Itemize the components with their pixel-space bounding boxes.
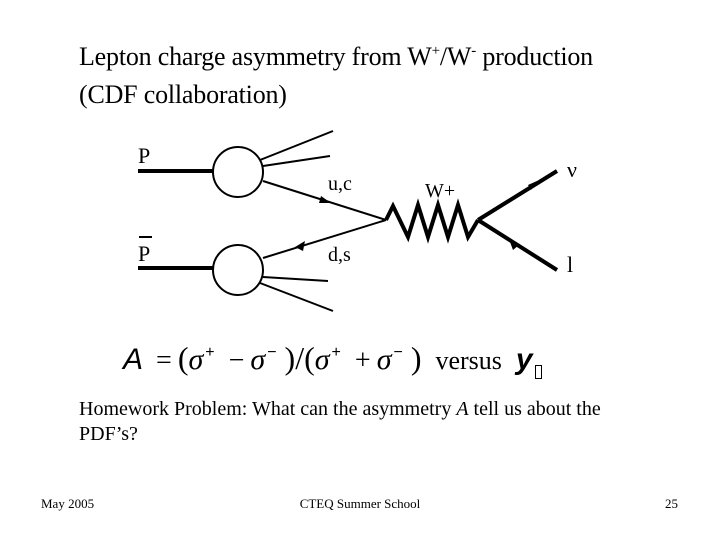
proton-label: P [138,143,150,168]
w-boson-label: W+ [425,180,455,202]
antiquark-label: d,s [328,244,351,266]
antiproton-label: P [138,241,150,266]
footer-event: CTEQ Summer School [299,496,421,511]
proton-beam [138,130,334,198]
w-boson-propagator [384,198,480,244]
lepton-label: l [567,252,573,277]
quark-label: u,c [328,173,352,195]
formula-A: A [123,343,144,376]
slide-title: Lepton charge asymmetry from W+/W- produ… [79,40,593,112]
missing-glyph-icon [534,365,542,379]
formula-rapidity-y: y [515,343,533,376]
title-line-2: (CDF collaboration) [79,80,287,109]
antiquark-line [262,219,387,259]
antiproton-beam [138,244,334,312]
homework-problem: Homework Problem: What can the asymmetry… [79,398,601,445]
footer-page-number: 25 [665,496,678,511]
title-line-1: Lepton charge asymmetry from W+/W- produ… [79,42,593,71]
lepton-line [476,218,559,272]
formula-versus: versus [435,346,502,375]
neutrino-line [476,169,559,222]
neutrino-label: ν [567,157,577,182]
footer-date: May 2005 [41,496,95,511]
quark-line [262,180,387,221]
